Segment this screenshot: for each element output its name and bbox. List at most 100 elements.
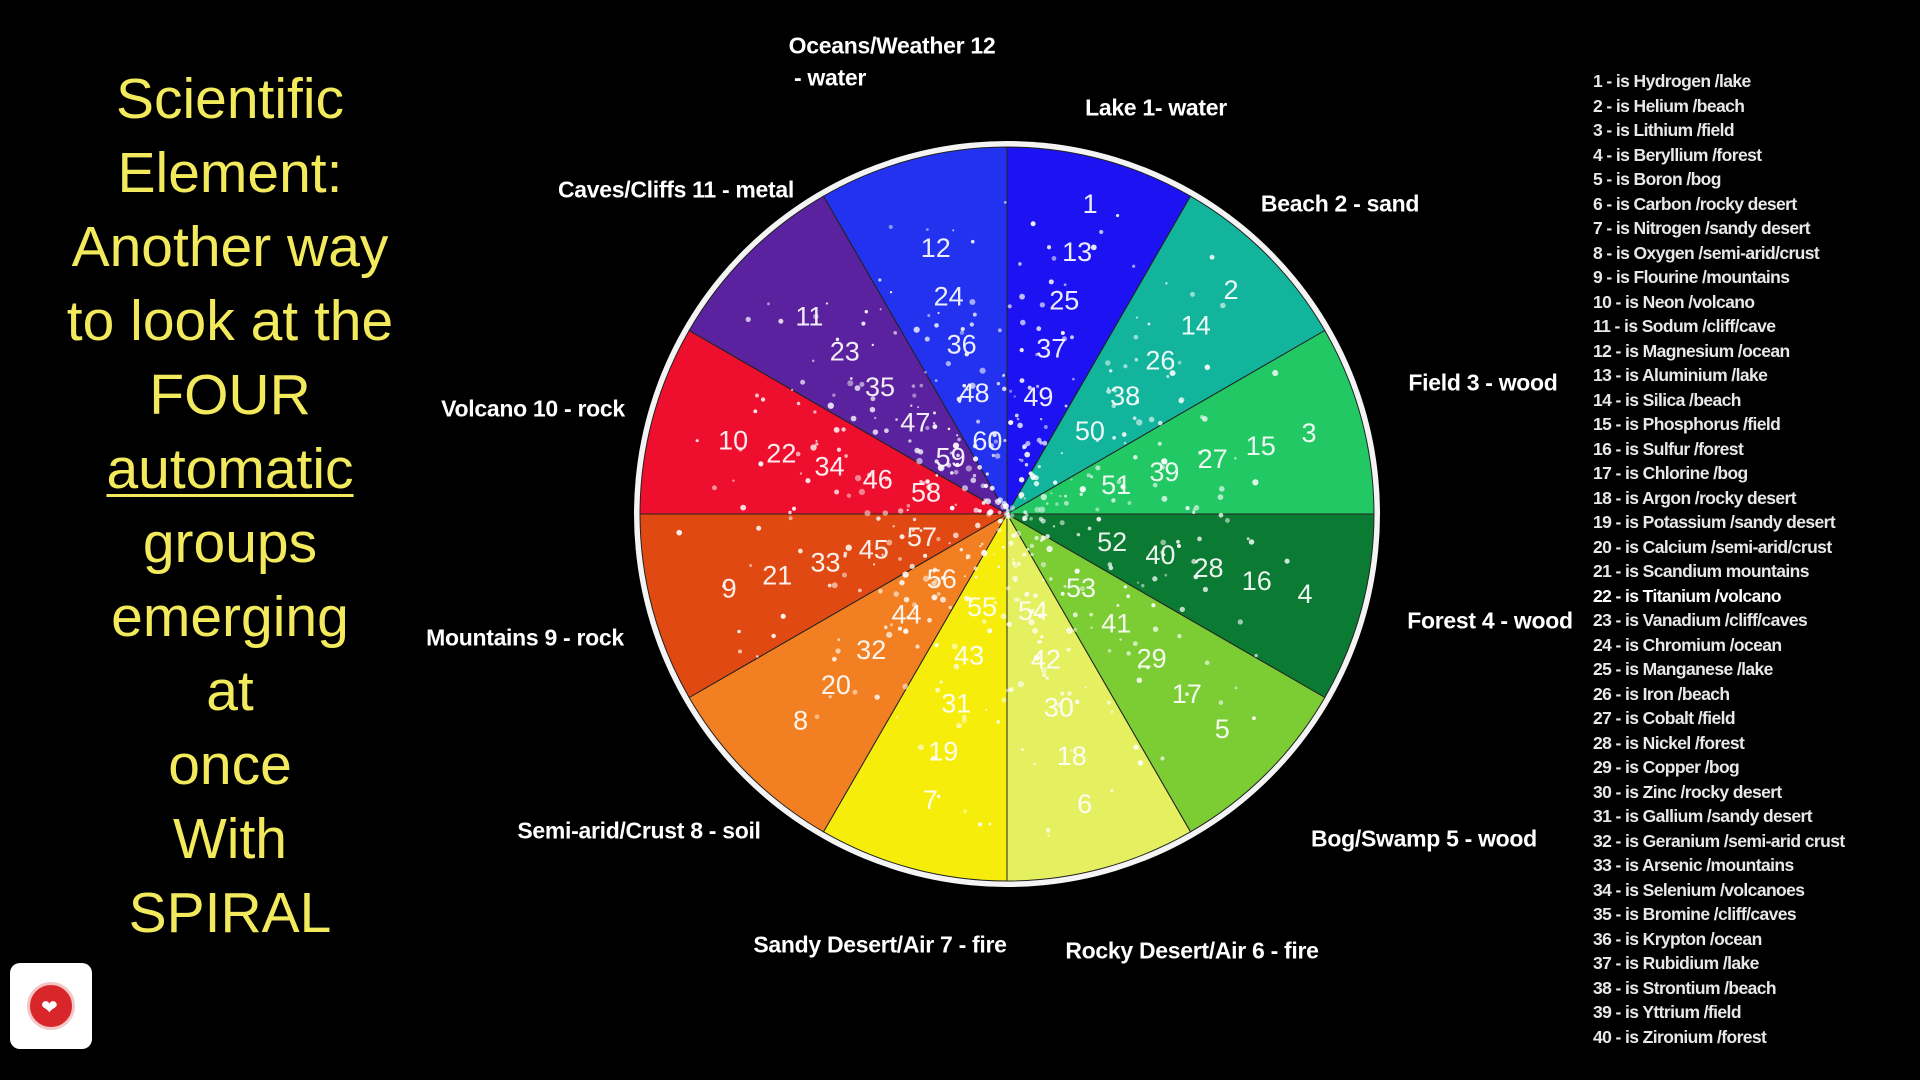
wheel-number: 5 [1215,714,1230,744]
channel-logo[interactable]: ❤ [10,963,92,1049]
sparkle-dot [1039,417,1043,421]
sparkle-dot [841,427,846,432]
sparkle-dot [1045,534,1050,539]
sparkle-dot [1009,513,1015,518]
sparkle-dot [897,626,903,631]
sparkle-dot [833,427,840,433]
sparkle-dot [939,680,943,684]
sparkle-dot [970,477,977,484]
legend-item: 3 - is Lithium /field [1593,120,1735,140]
sparkle-dot [1063,584,1067,588]
sparkle-dot [1152,576,1158,582]
sparkle-dot [1160,465,1165,470]
sparkle-dot [966,388,969,391]
wheel-number: 57 [907,522,937,552]
sparkle-dot [1051,256,1057,261]
wheel-number: 13 [1062,237,1092,267]
sparkle-dot [1127,501,1132,505]
wheel-number: 17 [1172,679,1202,709]
sparkle-dot [892,525,895,528]
sparkle-dot [852,689,858,695]
sparkle-dot [1016,417,1020,421]
sparkle-dot [1151,603,1156,608]
sparkle-dot [960,326,965,332]
sparkle-dot [1003,510,1011,518]
sparkle-dot [815,442,819,446]
sparkle-dot [925,228,929,231]
sparkle-dot [1038,506,1046,513]
sparkle-dot [996,528,1002,533]
legend-item: 6 - is Carbon /rocky desert [1593,193,1797,214]
sparkle-dot [1033,762,1036,766]
sparkle-dot [956,722,962,729]
sparkle-dot [1109,369,1113,373]
legend-item: 33 - is Arsenic /mountains [1593,855,1794,875]
sparkle-dot [1126,651,1131,656]
legend-item: 35 - is Bromine /cliff/caves [1593,904,1797,924]
sparkle-dot [973,566,978,571]
sparkle-dot [854,385,861,391]
sparkle-dot [934,459,939,464]
wheel-number: 35 [865,372,895,402]
sparkle-dot [937,311,940,315]
sparkle-dot [961,717,967,723]
sparkle-dot [921,481,926,486]
sparkle-dot [931,755,936,761]
sparkle-dot [1019,348,1024,353]
sparkle-dot [1110,710,1114,714]
sparkle-dot [1001,386,1007,392]
sparkle-dot [997,565,1001,569]
sparkle-dot [1146,666,1150,670]
sparkle-dot [1067,691,1072,696]
sparkle-dot [911,384,916,388]
sparkle-dot [886,539,893,546]
sparkle-dot [1005,586,1011,591]
sparkle-dot [849,377,853,380]
sparkle-dot [1064,494,1067,498]
sparkle-dot [991,453,996,458]
legend-item: 38 - is Strontium /beach [1593,977,1777,998]
sparkle-dot [1164,573,1168,577]
sparkle-dot [911,602,918,608]
sparkle-dot [854,474,862,482]
sector-label-bog: Bog/Swamp 5 - wood [1311,825,1537,852]
sparkle-dot [909,563,915,569]
legend-item: 16 - is Sulfur /forest [1593,438,1744,459]
wheel-number: 25 [1049,285,1079,315]
sparkle-dot [874,694,880,700]
sparkle-dot [976,419,981,424]
sparkle-dot [911,529,915,532]
sparkle-dot [1024,463,1029,467]
sparkle-dot [1040,667,1047,674]
sparkle-dot [815,440,818,443]
sparkle-dot [1040,518,1046,524]
sparkle-dot [925,479,930,484]
sparkle-dot [970,239,975,244]
sparkle-dot [954,503,958,507]
wheel-number: 12 [921,233,951,263]
sparkle-dot [881,553,884,556]
sparkle-dot [1060,691,1065,696]
sparkle-dot [767,302,770,306]
sparkle-dot [1157,441,1162,446]
sparkle-dot [760,397,766,402]
title-line: at [206,659,254,723]
sparkle-dot [756,655,759,658]
sparkle-dot [1152,626,1159,632]
sector-label-oceans-line2: - water [793,64,867,91]
sparkle-dot [947,701,951,705]
sparkle-dot [958,400,961,403]
sparkle-dot [1066,647,1071,652]
wheel-number: 16 [1242,566,1272,596]
sparkle-dot [1137,581,1140,584]
sparkle-dot [1060,591,1065,596]
sparkle-dot [827,402,834,409]
sparkle-dot [924,370,927,374]
sparkle-dot [1034,506,1041,513]
wheel-number: 23 [830,337,860,367]
sparkle-dot [979,367,986,374]
sparkle-dot [780,613,786,619]
sparkle-dot [906,508,909,512]
sparkle-dot [1126,594,1131,599]
sparkle-dot [1075,699,1080,705]
